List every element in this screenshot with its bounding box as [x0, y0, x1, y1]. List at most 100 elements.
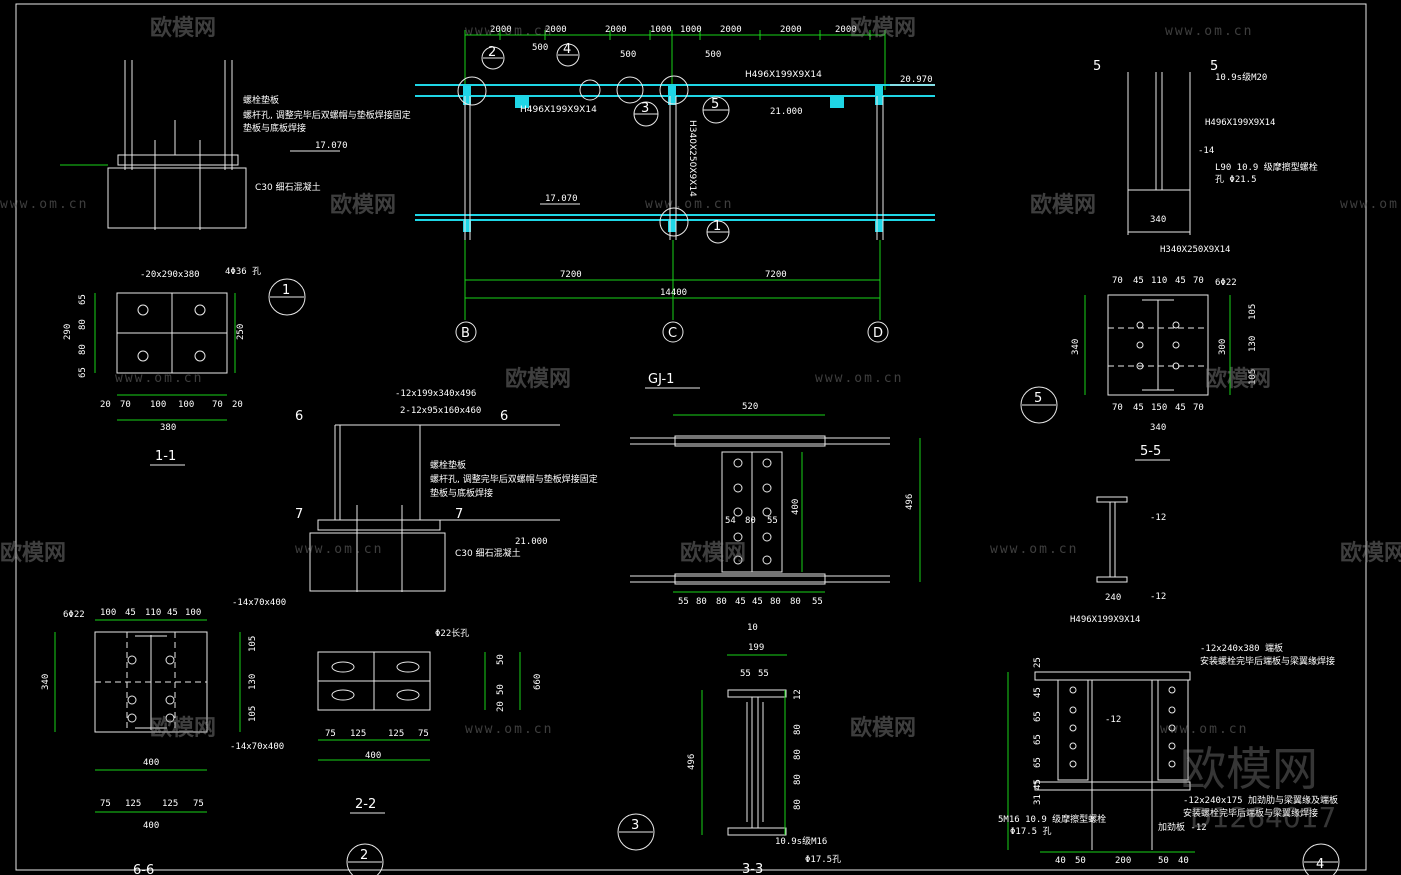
- sub-dim-2: 500: [620, 50, 636, 60]
- d1-h3: 80: [78, 344, 88, 355]
- d5-t3: 110: [1151, 276, 1167, 286]
- d2-sec6b: 6: [500, 409, 508, 424]
- d3-hole: Φ17.5孔: [805, 854, 841, 865]
- d3-in2: 80: [745, 516, 756, 526]
- d2-sec7b: 7: [455, 507, 463, 522]
- callout-2: 2: [488, 45, 496, 60]
- top-dim-4: 1000: [650, 25, 672, 35]
- d3-w6: 80: [770, 597, 781, 607]
- d1-w4: 100: [178, 400, 194, 410]
- wm-brand-large: 欧模网: [1180, 742, 1318, 796]
- detail-2-base: -12x199x340x496 2-12x95x160x460 6 6 螺栓垫板…: [295, 389, 598, 814]
- d1-w3: 100: [150, 400, 166, 410]
- bay-2: 7200: [765, 270, 787, 280]
- d3-v5: 80: [793, 799, 803, 810]
- d5-holes: 6Φ22: [1215, 278, 1237, 288]
- d1-w5: 70: [212, 400, 223, 410]
- d5-h1: 105: [1248, 304, 1258, 320]
- d1-elev: 17.070: [315, 141, 348, 151]
- d5-bolts: 10.9s级M20: [1215, 71, 1267, 83]
- d1-note1: 螺栓垫板: [243, 94, 279, 106]
- d4-v6: 45: [1033, 779, 1043, 790]
- d5-sec-right: 5: [1210, 59, 1218, 74]
- d5-b2: 45: [1133, 403, 1144, 413]
- d3-in1: 54: [725, 516, 736, 526]
- d1-wtotal: 380: [160, 423, 176, 433]
- d3-bolt: 10.9s级M16: [775, 835, 827, 847]
- sub-dim-1: 500: [532, 43, 548, 53]
- d5-plate: -14: [1198, 146, 1214, 156]
- wm-brand-2: 欧模网: [850, 15, 916, 41]
- d5-angle: L90 10.9 级摩擦型螺栓: [1215, 161, 1318, 173]
- d6-w1: 100: [100, 608, 116, 618]
- wm-brand-10: 欧模网: [150, 715, 216, 741]
- wm-brand-6: 欧模网: [1205, 366, 1271, 392]
- d1-w2: 70: [120, 400, 131, 410]
- d3-height2: 496: [687, 754, 697, 770]
- sheet-border: [15, 3, 1367, 871]
- wm-brand-9: 欧模网: [1340, 540, 1401, 566]
- d1-w1: 20: [100, 400, 111, 410]
- d6-w2: 45: [125, 608, 136, 618]
- d2-w4: 75: [418, 729, 429, 739]
- sub-dim-3: 500: [705, 50, 721, 60]
- grid-B: B: [461, 326, 470, 341]
- detail-5-connection: 5 5 10.9s级M20 H496X199X9X14 -14 L90 10.9…: [1020, 59, 1318, 461]
- d2-w1: 75: [325, 729, 336, 739]
- wm-site-11: www.om.cn: [1160, 722, 1248, 737]
- d6-plate-top: -14x70x400: [232, 598, 286, 608]
- d5-b4: 45: [1175, 403, 1186, 413]
- d3-v4: 80: [793, 774, 803, 785]
- d6-btotal: 400: [143, 821, 159, 831]
- detail-3-splice: 520 496 400 54 80 55 55 80 80 45 45 80 8…: [617, 402, 921, 875]
- wm-brand-1: 欧模网: [150, 15, 216, 41]
- wm-code: D1264017: [1190, 801, 1336, 834]
- d6-wtotal: 400: [143, 758, 159, 768]
- detail-6-plan: 6Φ22 -14x70x400 100 45 110 45 100 340 10…: [41, 598, 384, 875]
- callout-3: 3: [641, 101, 649, 116]
- wm-brand-8: 欧模网: [680, 540, 746, 566]
- top-dim-6: 2000: [720, 25, 742, 35]
- elev-top-right: 20.970: [900, 75, 933, 85]
- wm-brand-5: 欧模网: [505, 366, 571, 392]
- d3-marker: 3: [631, 818, 639, 833]
- d4-b2: 50: [1075, 856, 1086, 866]
- top-dim-8: 2000: [835, 25, 857, 35]
- d2-w2: 125: [350, 729, 366, 739]
- grid-D: D: [873, 326, 883, 341]
- wm-site-4: www.om.cn: [645, 197, 733, 212]
- d1-w6: 20: [232, 400, 243, 410]
- top-dim-2: 2000: [545, 25, 567, 35]
- bay-1: 7200: [560, 270, 582, 280]
- d3-v3: 80: [793, 749, 803, 760]
- d3-height: 496: [905, 494, 915, 510]
- d6-section: 6-6: [133, 863, 154, 875]
- d3-v1: 12: [793, 689, 803, 700]
- d1-plate: -20x290x380: [140, 270, 200, 280]
- wm-site-7: www.om.cn: [815, 371, 903, 386]
- d3-spacer: 10: [747, 623, 758, 633]
- d3-side: 400: [791, 499, 801, 515]
- d3-v2: 80: [793, 724, 803, 735]
- d5-width: 340: [1150, 215, 1166, 225]
- d4-v3: 65: [1033, 711, 1043, 722]
- d3-fl1: 55: [740, 669, 751, 679]
- wm-brand-4: 欧模网: [1030, 192, 1096, 218]
- wm-site-6: www.om.cn: [115, 371, 203, 386]
- d4-v5: 65: [1033, 757, 1043, 768]
- d3-web: 199: [748, 643, 764, 653]
- d2-w3: 125: [388, 729, 404, 739]
- d2-sec7: 7: [295, 507, 303, 522]
- d3-w8: 55: [812, 597, 823, 607]
- d3-section: 3-3: [742, 862, 763, 875]
- d2-plate2: 2-12x95x160x460: [400, 406, 481, 416]
- wm-brand-3: 欧模网: [330, 192, 396, 218]
- wm-site-2: www.om.cn: [1165, 24, 1253, 39]
- detail-4-endplate: -12 H496X199X9X14 240 -12 -12x240x380 端板…: [998, 496, 1340, 875]
- beam-top-label: H496X199X9X14: [745, 70, 822, 80]
- d4-v4: 65: [1033, 734, 1043, 745]
- d1-note3: 垫板与底板焊接: [243, 122, 306, 134]
- d3-w1: 55: [678, 597, 689, 607]
- d3-w7: 80: [790, 597, 801, 607]
- d2-sec6: 6: [295, 409, 303, 424]
